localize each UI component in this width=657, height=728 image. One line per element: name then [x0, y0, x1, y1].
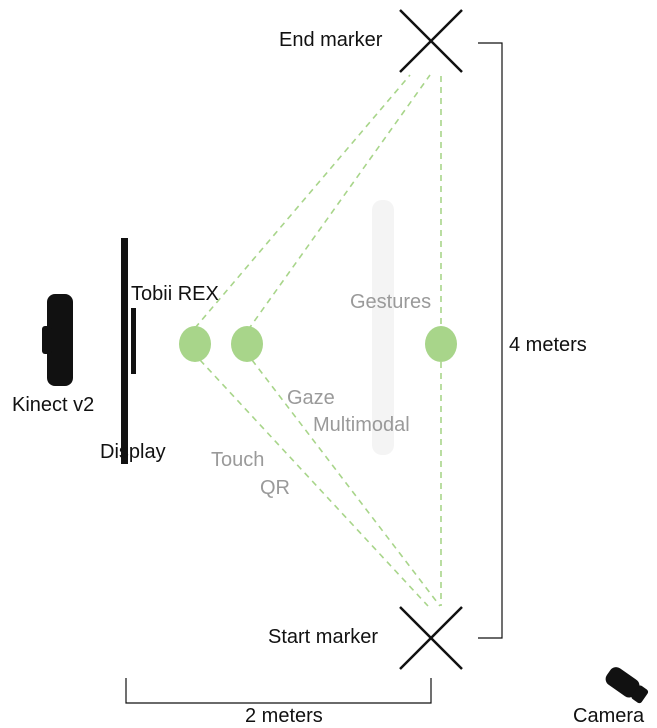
camera-label: Camera — [573, 705, 645, 727]
touch-label: Touch — [211, 449, 265, 471]
kinect-label: Kinect v2 — [12, 394, 95, 416]
width-dimension-bracket — [125, 678, 432, 704]
qr-label: QR — [260, 477, 290, 499]
touch-path-back — [199, 359, 429, 607]
interaction-paths — [194, 74, 442, 607]
kinect-sensor-icon — [42, 294, 73, 386]
gaze-path-back — [251, 359, 441, 607]
faint-background-shape — [372, 200, 394, 455]
tobii-rex-tracker — [131, 308, 136, 374]
gaze-path-out — [247, 74, 431, 331]
height-dimension-bracket — [478, 42, 503, 639]
display-screen — [121, 238, 128, 464]
end-marker-label: End marker — [279, 29, 383, 51]
display-label: Display — [100, 441, 166, 463]
tobii-rex-label: Tobii REX — [131, 283, 219, 305]
position-gestures — [425, 326, 457, 362]
gaze-label: Gaze — [287, 387, 335, 409]
touch-path-out — [194, 74, 411, 329]
end-marker-icon — [399, 9, 463, 73]
height-dimension-label: 4 meters — [509, 334, 587, 356]
position-gaze-multimodal — [231, 326, 263, 362]
multimodal-label: Multimodal — [313, 414, 410, 436]
camera-icon — [605, 667, 649, 704]
position-touch-qr — [179, 326, 211, 362]
start-marker-label: Start marker — [268, 626, 379, 648]
width-dimension-label: 2 meters — [245, 705, 323, 727]
gestures-label: Gestures — [350, 291, 432, 313]
start-marker-icon — [399, 606, 463, 670]
